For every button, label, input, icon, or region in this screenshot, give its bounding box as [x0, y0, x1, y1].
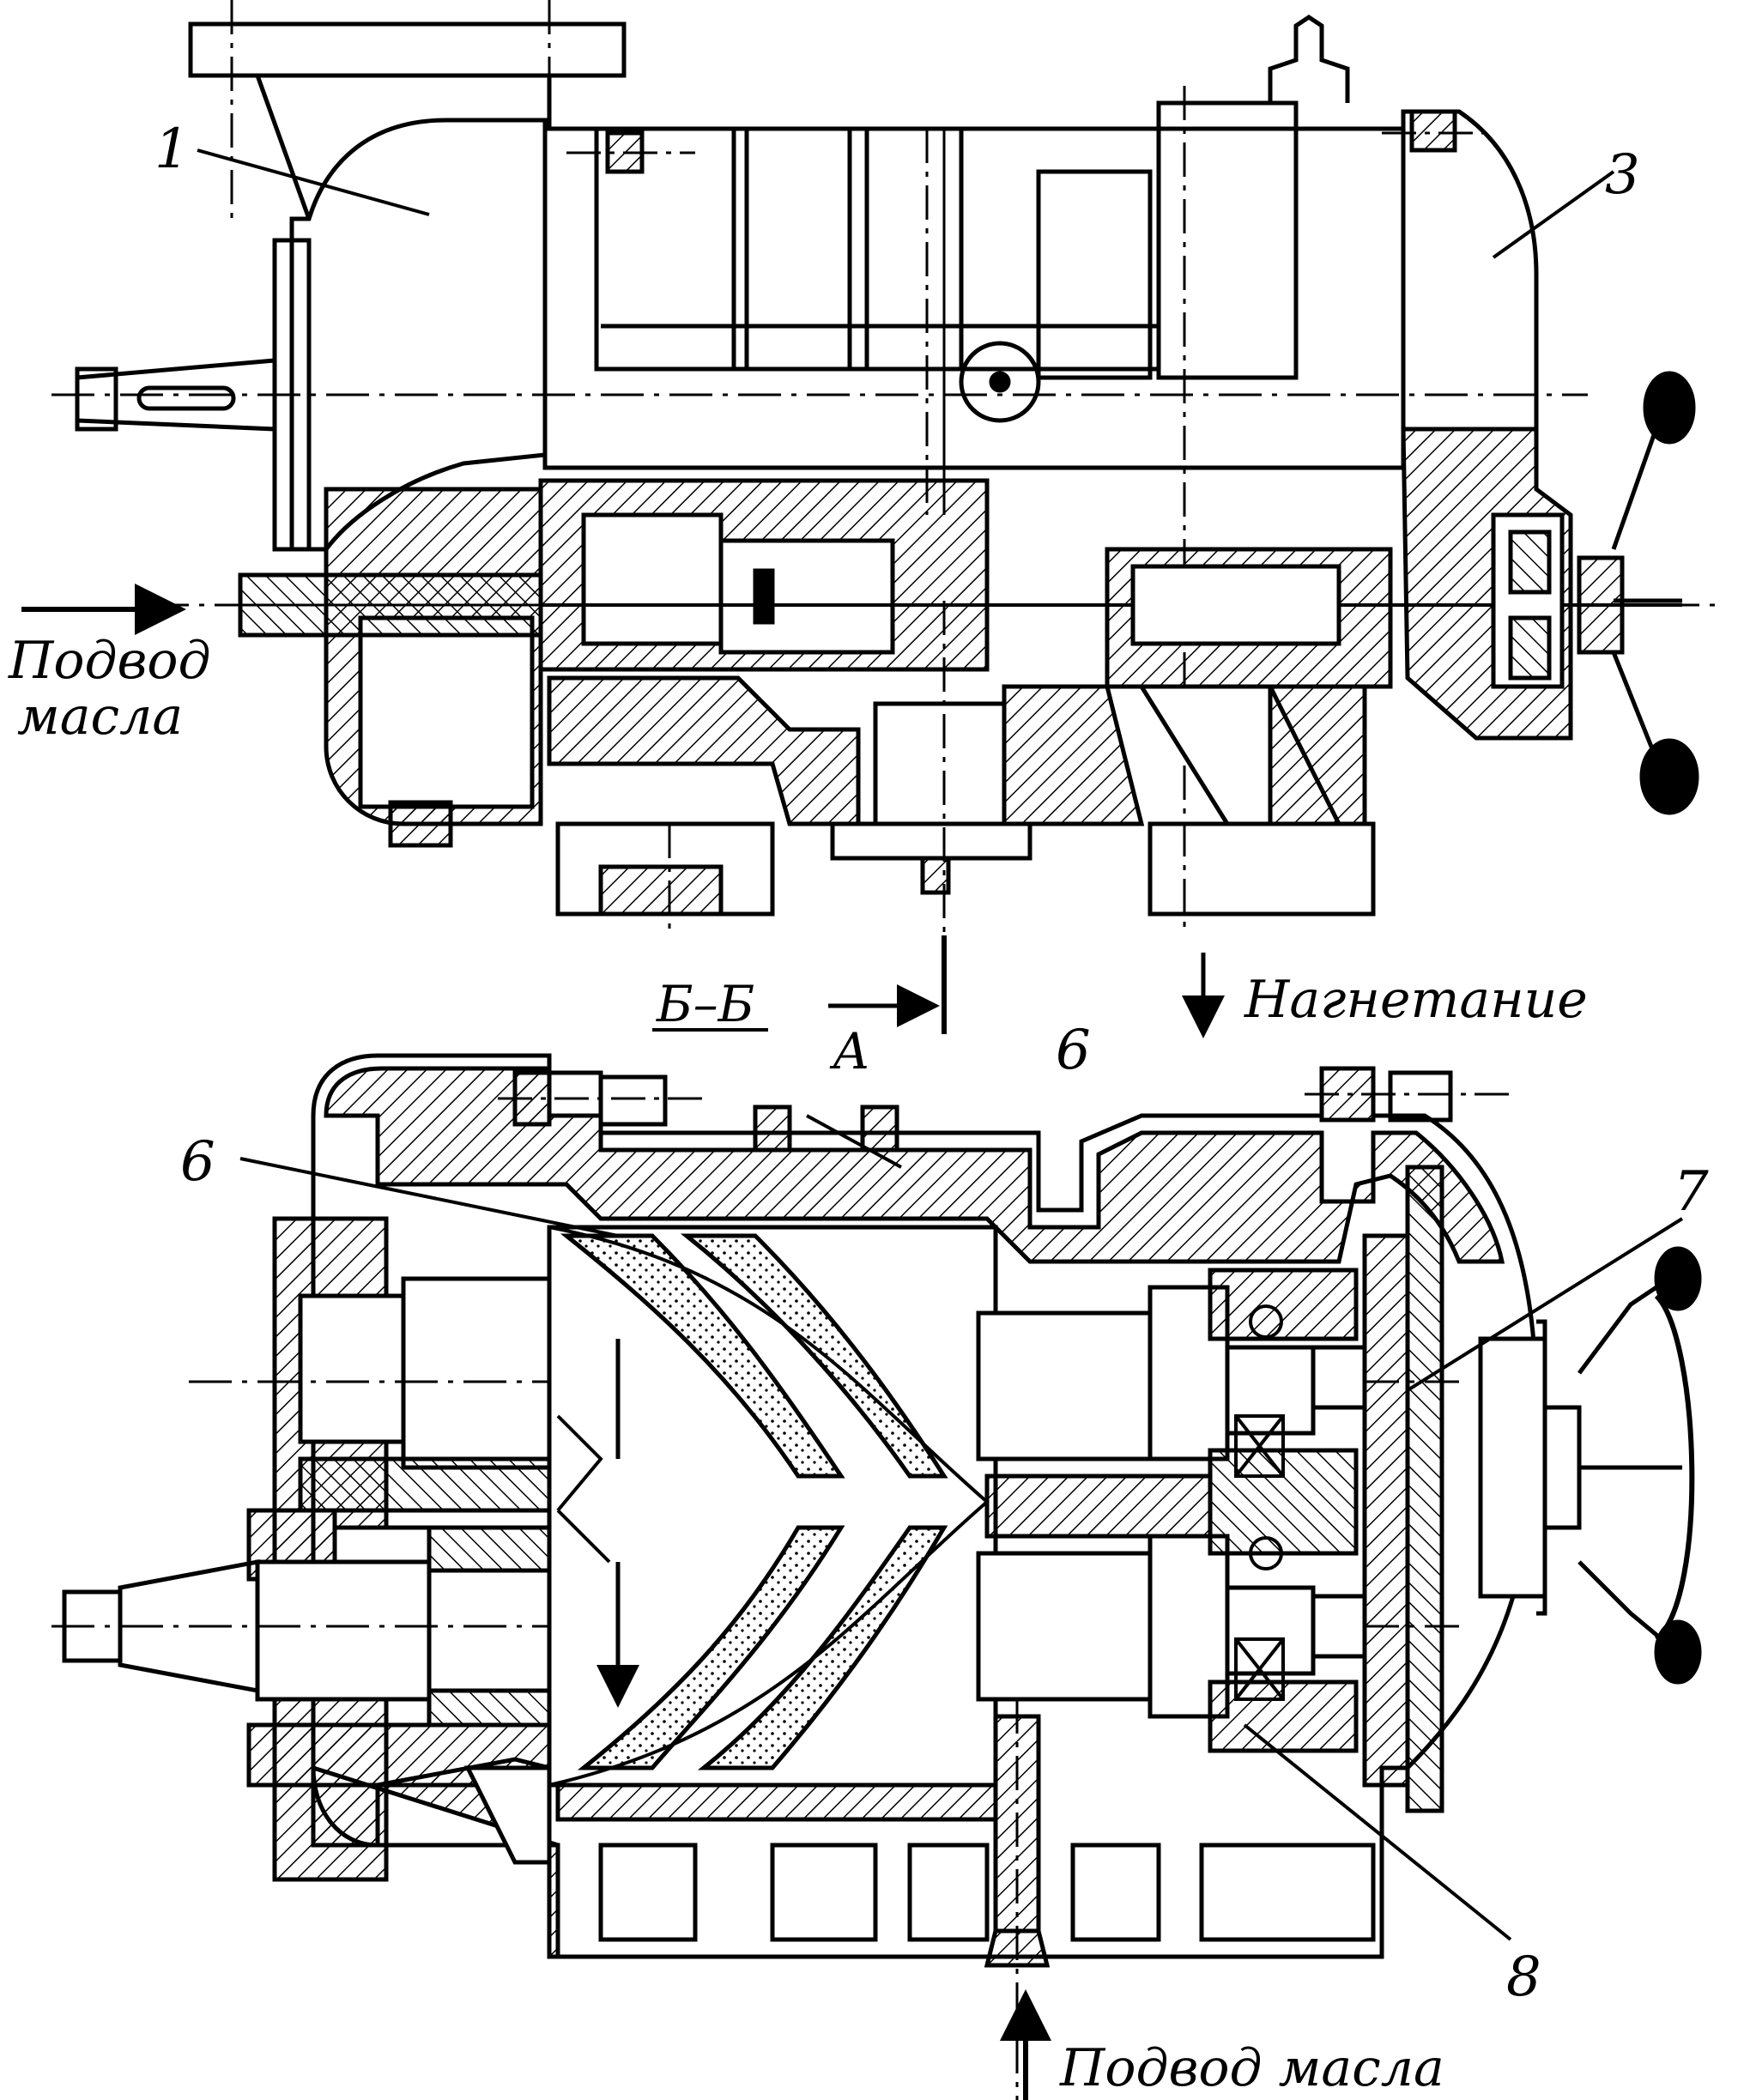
handwheel-lower — [1536, 1268, 1684, 1658]
female-rotor — [577, 1525, 948, 1770]
oil-supply-bottom-label: Подвод масла — [1059, 2038, 1444, 2098]
end-cover-left — [289, 118, 548, 552]
part-number-1: 1 — [154, 118, 190, 181]
view-a-label: А — [829, 1022, 870, 1080]
upper-view — [51, 0, 1717, 935]
male-rotor — [560, 1233, 948, 1479]
oil-supply-left-label-2: масла — [17, 687, 183, 747]
part-number-6-left: 6 — [180, 1130, 215, 1194]
section-marker — [652, 935, 1225, 1038]
labels: Подвод масла Нагнетание Б–Б А Подвод мас… — [8, 118, 1709, 2098]
discharge-label: Нагнетание — [1244, 970, 1588, 1030]
oil-inlet-bottom — [993, 1714, 1041, 1934]
part-number-8: 8 — [1506, 1946, 1541, 2009]
part-number-7: 7 — [1674, 1160, 1709, 1224]
part-number-3: 3 — [1605, 143, 1640, 207]
end-cover-right — [1401, 109, 1539, 432]
sight-glass — [959, 341, 1041, 423]
inlet-flange — [188, 21, 627, 78]
oil-supply-left-label-1: Подвод — [8, 631, 211, 691]
section-label: Б–Б — [656, 975, 754, 1033]
part-number-6-top: 6 — [1056, 1019, 1091, 1082]
main-housing — [542, 126, 1406, 470]
discharge-port — [1148, 821, 1376, 917]
lower-view — [51, 148, 1702, 2100]
housing-ribs — [594, 100, 1299, 380]
